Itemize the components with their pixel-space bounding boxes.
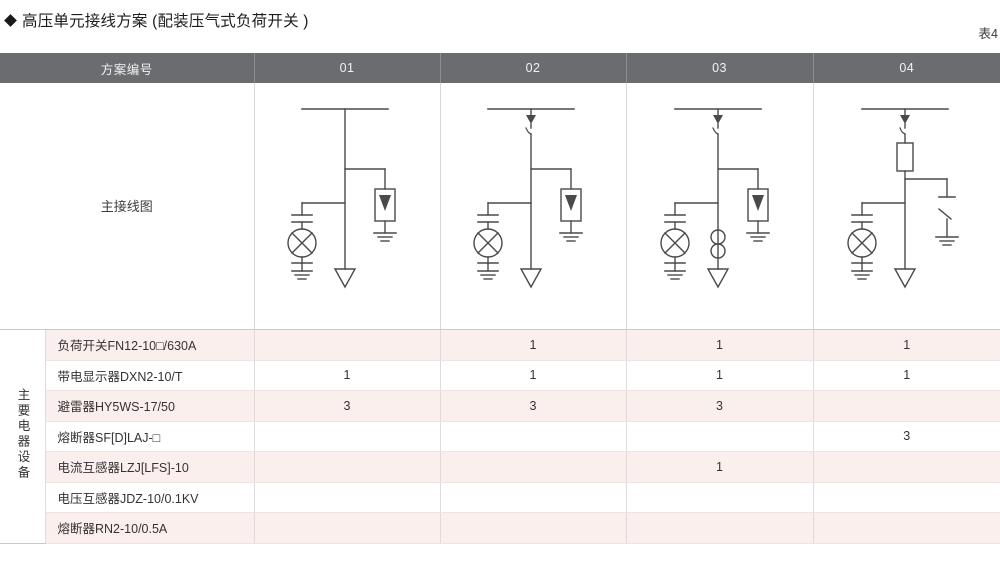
equipment-qty-02: 1 xyxy=(440,329,627,361)
diagram-cell-02 xyxy=(440,83,627,330)
equipment-qty-02 xyxy=(440,482,627,513)
main-wiring-diagram-label-cell: 主接线图 xyxy=(0,83,255,330)
equipment-name: 电流互感器LZJ[LFS]-10 xyxy=(45,451,255,483)
equipment-group-label-cell: 主要电器设备 xyxy=(0,329,46,544)
equipment-qty-01: 3 xyxy=(254,390,441,422)
equipment-qty-04: 1 xyxy=(813,329,1000,361)
header-scheme-01: 01 xyxy=(254,53,441,83)
equipment-qty-01: 1 xyxy=(254,360,441,391)
wiring-diagram-04 xyxy=(847,108,959,289)
table-header-row: 方案编号 01 02 03 04 xyxy=(0,53,1000,83)
equipment-qty-03: 1 xyxy=(626,360,814,391)
table-number-label: 表4 xyxy=(978,27,998,41)
equipment-qty-04 xyxy=(813,482,1000,513)
page-title-bar: 高压单元接线方案 (配装压气式负荷开关 ) 表4 xyxy=(0,0,1000,46)
header-scheme-02: 02 xyxy=(440,53,627,83)
equipment-name: 负荷开关FN12-10□/630A xyxy=(45,329,255,361)
equipment-qty-04: 3 xyxy=(813,421,1000,452)
header-scheme-04: 04 xyxy=(813,53,1000,83)
wiring-diagram-01 xyxy=(287,108,397,289)
wiring-diagram-03 xyxy=(659,108,770,289)
header-scheme-03: 03 xyxy=(626,53,814,83)
equipment-qty-01 xyxy=(254,329,441,361)
equipment-qty-02 xyxy=(440,421,627,452)
equipment-qty-02 xyxy=(440,451,627,483)
equipment-name: 避雷器HY5WS-17/50 xyxy=(45,390,255,422)
equipment-name: 带电显示器DXN2-10/T xyxy=(45,360,255,391)
table-row: 熔断器SF[D]LAJ-□ 3 xyxy=(0,421,1000,452)
equipment-name: 熔断器RN2-10/0.5A xyxy=(45,512,255,544)
table-row: 带电显示器DXN2-10/T 1 1 1 1 xyxy=(0,360,1000,391)
equipment-qty-02: 1 xyxy=(440,360,627,391)
wiring-diagram-02 xyxy=(473,108,583,289)
diagram-cell-01 xyxy=(254,83,441,330)
diagram-cell-04 xyxy=(813,83,1000,330)
equipment-qty-03: 1 xyxy=(626,329,814,361)
table-row: 熔断器RN2-10/0.5A xyxy=(0,512,1000,544)
equipment-qty-04: 1 xyxy=(813,360,1000,391)
equipment-qty-01 xyxy=(254,421,441,452)
equipment-qty-04 xyxy=(813,390,1000,422)
equipment-qty-03 xyxy=(626,482,814,513)
equipment-name: 电压互感器JDZ-10/0.1KV xyxy=(45,482,255,513)
table-row: 电流互感器LZJ[LFS]-10 1 xyxy=(0,451,1000,483)
main-wiring-diagram-label: 主接线图 xyxy=(100,199,153,214)
equipment-qty-01 xyxy=(254,451,441,483)
diamond-bullet-icon xyxy=(4,14,17,27)
header-row-label: 方案编号 xyxy=(0,53,255,83)
equipment-qty-02: 3 xyxy=(440,390,627,422)
equipment-qty-03 xyxy=(626,421,814,452)
page-title: 高压单元接线方案 (配装压气式负荷开关 ) xyxy=(4,9,309,31)
equipment-qty-01 xyxy=(254,482,441,513)
equipment-qty-04 xyxy=(813,512,1000,544)
equipment-group-label: 主要电器设备 xyxy=(15,388,30,482)
equipment-qty-02 xyxy=(440,512,627,544)
diagram-cell-03 xyxy=(626,83,814,330)
table-row: 电压互感器JDZ-10/0.1KV xyxy=(0,482,1000,513)
equipment-qty-01 xyxy=(254,512,441,544)
wiring-scheme-table: 方案编号 01 02 03 04 主接线图 xyxy=(0,53,1000,544)
main-wiring-diagram-row: 主接线图 xyxy=(0,83,1000,330)
equipment-name: 熔断器SF[D]LAJ-□ xyxy=(45,421,255,452)
table-row: 主要电器设备 负荷开关FN12-10□/630A 1 1 1 xyxy=(0,329,1000,544)
table-row: 避雷器HY5WS-17/50 3 3 3 xyxy=(0,390,1000,422)
equipment-qty-03: 3 xyxy=(626,390,814,422)
page-title-text: 高压单元接线方案 (配装压气式负荷开关 ) xyxy=(22,13,309,30)
equipment-qty-03: 1 xyxy=(626,451,814,483)
equipment-qty-03 xyxy=(626,512,814,544)
equipment-qty-04 xyxy=(813,451,1000,483)
